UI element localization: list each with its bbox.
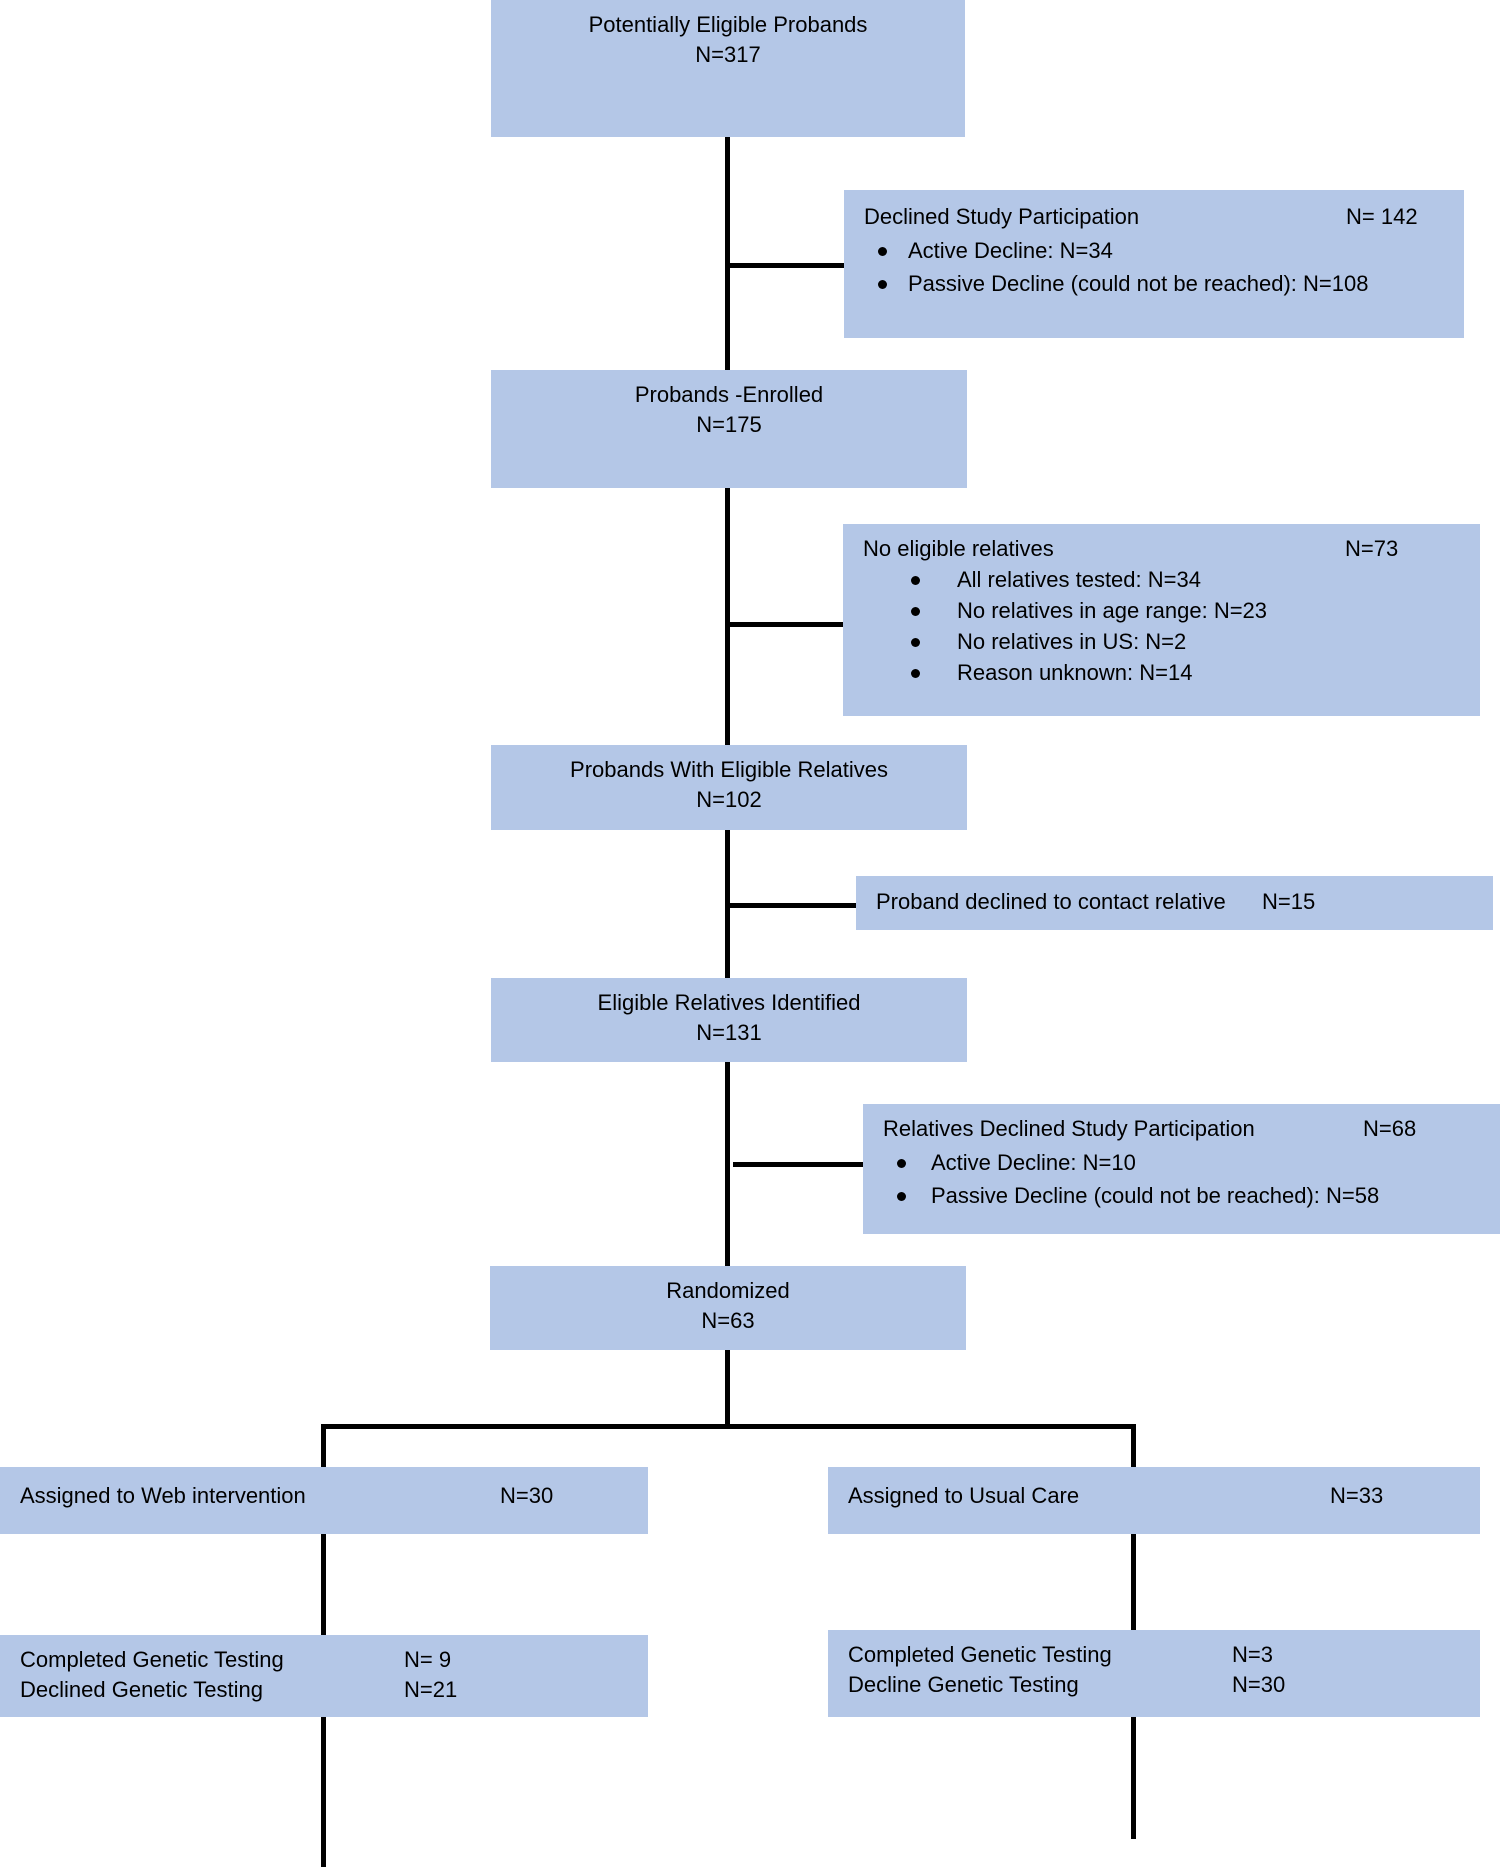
node-title: Proband declined to contact relative — [876, 889, 1226, 914]
node-title: No eligible relatives — [863, 536, 1054, 561]
connector-main-2 — [725, 488, 730, 745]
connector-branch-declined-contact — [725, 903, 856, 908]
node-count: N=68 — [1363, 1116, 1417, 1141]
node-count: N=131 — [696, 1020, 762, 1045]
node-title: Probands -Enrolled — [634, 382, 824, 407]
node-count: N= 142 — [1346, 204, 1418, 229]
completed-count: N=3 — [1232, 1642, 1273, 1667]
bullet-icon — [897, 1192, 906, 1201]
node-randomized: Randomized N=63 — [490, 1266, 966, 1350]
completed-label: Completed Genetic Testing — [848, 1642, 1112, 1667]
node-declined-study: Declined Study Participation N= 142 Acti… — [844, 190, 1464, 338]
node-count: N=317 — [695, 42, 761, 67]
node-count: N=33 — [1330, 1483, 1384, 1508]
node-usual-outcome: Completed Genetic Testing N=3 Decline Ge… — [828, 1630, 1480, 1717]
completed-count: N= 9 — [404, 1647, 452, 1672]
bullet-icon — [878, 280, 887, 289]
completed-label: Completed Genetic Testing — [20, 1647, 284, 1672]
node-eligible-probands: Potentially Eligible Probands N=317 — [491, 0, 965, 137]
connector-main-5 — [725, 1350, 730, 1428]
connector-branch-declined — [725, 263, 844, 268]
node-web-outcome: Completed Genetic Testing N= 9 Declined … — [0, 1635, 648, 1717]
connector-main-1 — [725, 137, 730, 370]
bullet-icon — [911, 607, 920, 616]
node-count: N=175 — [696, 412, 762, 437]
node-title: Declined Study Participation — [864, 204, 1140, 229]
node-count: N=102 — [696, 787, 762, 812]
bullet-icon — [911, 576, 920, 585]
connector-branch-relatives-declined — [733, 1162, 863, 1167]
node-no-eligible-relatives: No eligible relatives N=73 All relatives… — [843, 524, 1480, 716]
declined-count: N=30 — [1232, 1672, 1286, 1697]
node-title: Eligible Relatives Identified — [597, 990, 861, 1015]
node-title: Randomized — [666, 1278, 790, 1303]
node-count: N=63 — [701, 1308, 755, 1333]
declined-count: N=21 — [404, 1677, 458, 1702]
node-relatives-identified: Eligible Relatives Identified N=131 — [491, 978, 967, 1062]
node-probands-enrolled: Probands -Enrolled N=175 — [491, 370, 967, 488]
node-probands-with-relatives: Probands With Eligible Relatives N=102 — [491, 745, 967, 830]
bullet-icon — [911, 638, 920, 647]
bullet-icon — [897, 1159, 906, 1168]
connector-branch-no-relatives — [725, 622, 843, 627]
node-usual-care: Assigned to Usual Care N=33 — [828, 1467, 1480, 1534]
node-count: N=15 — [1262, 889, 1316, 914]
node-title: Assigned to Usual Care — [848, 1483, 1080, 1508]
node-title: Assigned to Web intervention — [20, 1483, 306, 1508]
node-count: N=73 — [1345, 536, 1399, 561]
node-web-intervention: Assigned to Web intervention N=30 — [0, 1467, 648, 1534]
node-relatives-declined: Relatives Declined Study Participation N… — [863, 1104, 1500, 1234]
declined-label: Declined Genetic Testing — [20, 1677, 263, 1702]
connector-main-4 — [725, 1062, 730, 1266]
bullet-icon — [911, 669, 920, 678]
node-count: N=30 — [500, 1483, 554, 1508]
declined-label: Decline Genetic Testing — [848, 1672, 1079, 1697]
node-proband-declined-contact: Proband declined to contact relative N=1… — [856, 876, 1493, 930]
bullet-icon — [878, 247, 887, 256]
node-title: Potentially Eligible Probands — [588, 12, 868, 37]
node-title: Probands With Eligible Relatives — [570, 757, 888, 782]
node-title: Relatives Declined Study Participation — [883, 1116, 1255, 1141]
connector-split-horizontal — [321, 1424, 1136, 1429]
